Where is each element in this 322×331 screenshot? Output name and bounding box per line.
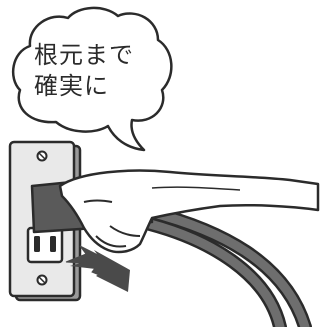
bubble-line-1: 根元まで: [34, 41, 134, 69]
push-arrow-icon: [65, 245, 130, 292]
bubble-line-2: 確実に: [34, 72, 109, 100]
hand-icon: [58, 169, 320, 254]
speech-bubble-icon: [11, 6, 173, 152]
power-cord: [143, 205, 312, 331]
bubble-text: 根元まで 確実に: [34, 40, 154, 102]
